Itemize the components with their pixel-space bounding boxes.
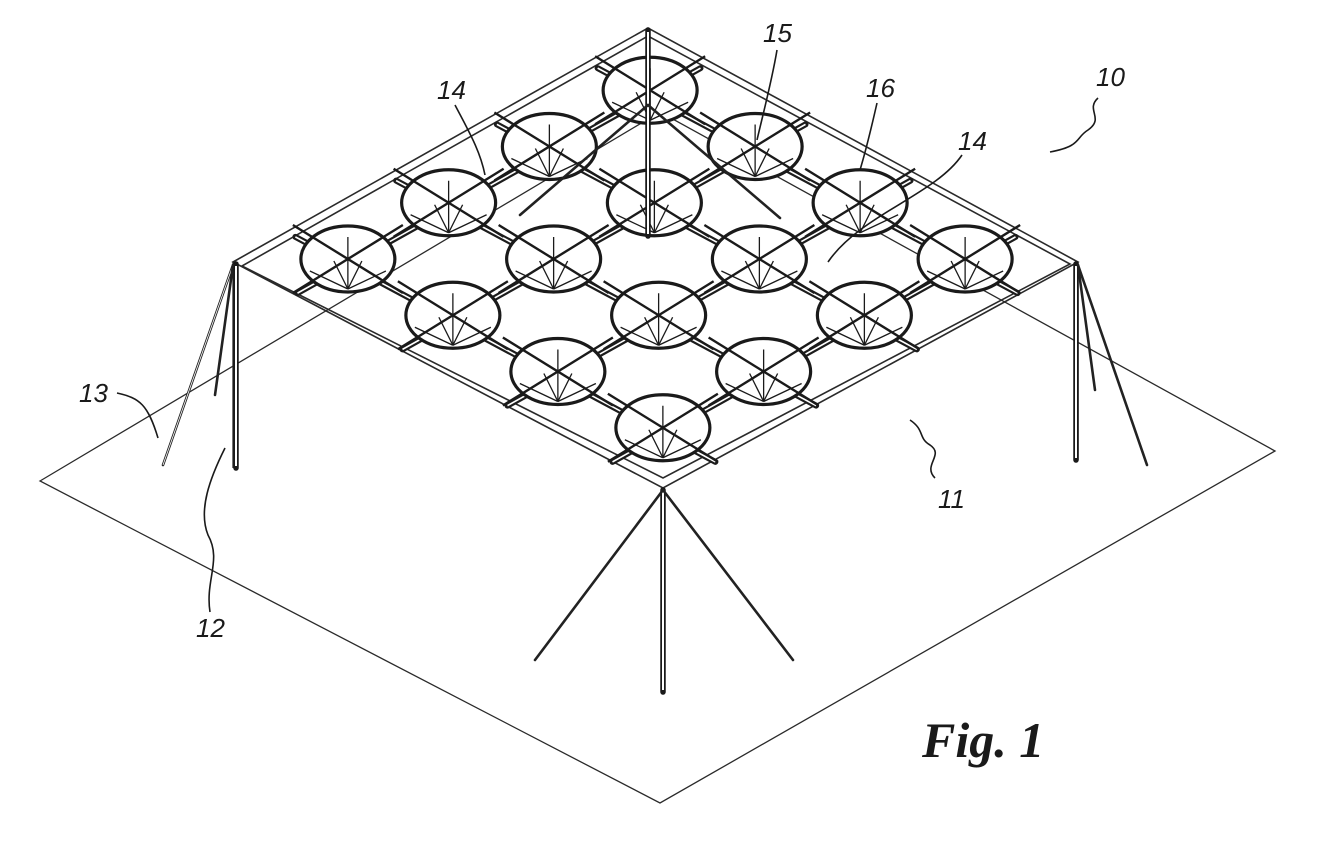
posts (236, 30, 1076, 692)
dish (704, 225, 814, 293)
numeral-13: 13 (79, 378, 108, 408)
numeral-15: 15 (763, 18, 792, 48)
dish (293, 225, 403, 293)
dish (494, 113, 604, 181)
dish (604, 281, 714, 349)
dish (700, 113, 810, 181)
numeral-14-left: 14 (437, 75, 466, 105)
numeral-12: 12 (196, 613, 225, 643)
dish (805, 169, 915, 237)
leader-11 (910, 420, 935, 478)
dish (910, 225, 1020, 293)
dish (499, 225, 609, 293)
dish (599, 169, 709, 237)
dish-array (293, 56, 1020, 462)
numeral-11: 11 (938, 484, 965, 514)
dish (809, 281, 919, 349)
leader-14-left (455, 105, 485, 175)
figure-caption: Fig. 1 (921, 712, 1044, 768)
dish (398, 281, 508, 349)
roof-frame (233, 28, 1078, 690)
leader-16 (860, 103, 877, 170)
dish (709, 338, 819, 406)
dish (608, 394, 718, 462)
dish (394, 169, 504, 237)
dish (503, 338, 613, 406)
leader-12 (204, 448, 225, 612)
numeral-14-right: 14 (958, 126, 987, 156)
numeral-16: 16 (866, 73, 895, 103)
numeral-10: 10 (1096, 62, 1125, 92)
leader-10 (1050, 98, 1098, 152)
